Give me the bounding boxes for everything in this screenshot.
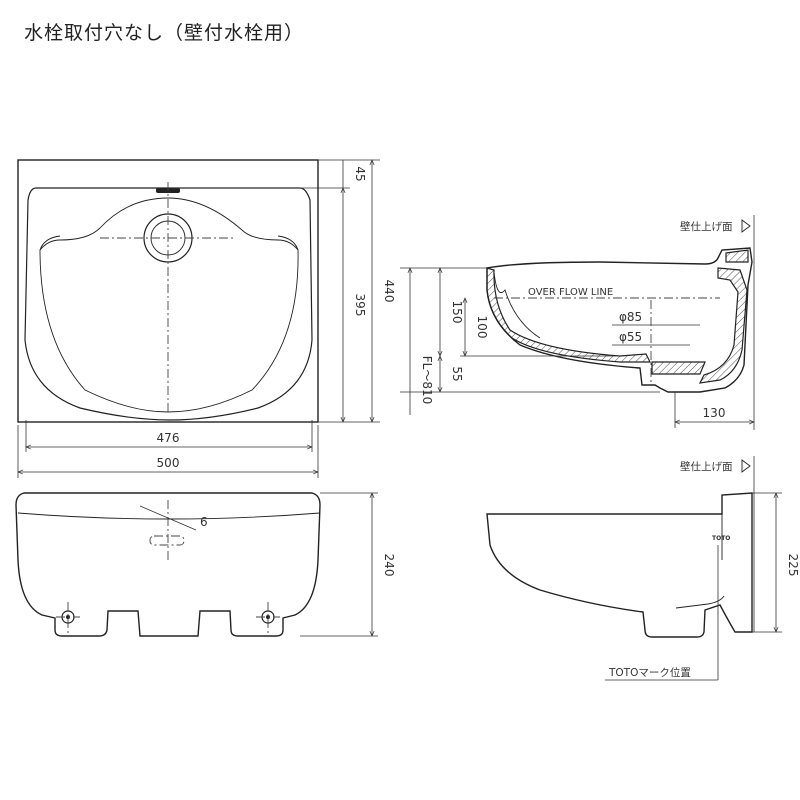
top-bowl-outline [39, 197, 299, 413]
top-bowl-ledge-right [277, 235, 299, 251]
section-rim-top [725, 249, 749, 263]
section-outer-outline [486, 247, 753, 393]
mount-bolt-right-icon [256, 602, 280, 636]
wall-marker-icon-bottom [741, 459, 751, 473]
dim-phi55: φ55 [619, 330, 642, 344]
wall-finish-label-bottom: 壁仕上げ面 [680, 460, 733, 473]
toto-mark-position-label: TOTOマーク位置 [608, 666, 691, 679]
dim-130: 130 [703, 406, 726, 420]
front-rim-line [17, 512, 321, 520]
dim-6: 6 [200, 515, 208, 529]
wall-marker-icon-top [741, 219, 751, 233]
dim-phi85: φ85 [619, 310, 642, 324]
dim-fl-810: FL～810 [420, 356, 434, 405]
top-rim-outline [24, 187, 313, 421]
dim-100: 100 [475, 316, 489, 339]
dim-500: 500 [157, 456, 180, 470]
side-view: 壁仕上げ面 TOTO 225 TOTOマーク位置 [486, 456, 800, 681]
dim-476: 476 [157, 431, 180, 445]
top-view: 476 500 45 395 440 [17, 159, 396, 478]
front-overflow-outline [149, 535, 185, 546]
front-view: 6 240 [15, 492, 396, 637]
dim-240: 240 [382, 554, 396, 577]
section-view: 壁仕上げ面 OVER FLOW LINE φ85 φ55 150 100 55 … [400, 215, 754, 430]
section-overflow-channel [698, 267, 748, 384]
dim-55: 55 [450, 366, 464, 381]
dim-45: 45 [353, 166, 367, 181]
side-outline [486, 492, 753, 638]
dim-150: 150 [450, 301, 464, 324]
section-drain-body [651, 361, 706, 375]
front-outline [15, 492, 321, 637]
toto-logo-mark: TOTO [712, 535, 730, 542]
top-outer-outline [17, 159, 319, 423]
drawing-title: 水栓取付穴なし（壁付水栓用） [24, 22, 305, 44]
overflow-line-label: OVER FLOW LINE [528, 287, 613, 298]
mount-bolt-left-icon [56, 602, 80, 636]
section-bowl-inner [493, 271, 541, 339]
dim-440: 440 [382, 280, 396, 303]
dim-225: 225 [786, 554, 800, 577]
wall-finish-label-top: 壁仕上げ面 [680, 220, 733, 233]
top-bowl-ledge-left [39, 235, 61, 251]
dim-395: 395 [353, 294, 367, 317]
side-drain-outline [675, 595, 725, 609]
section-bowl-wall [486, 267, 651, 363]
